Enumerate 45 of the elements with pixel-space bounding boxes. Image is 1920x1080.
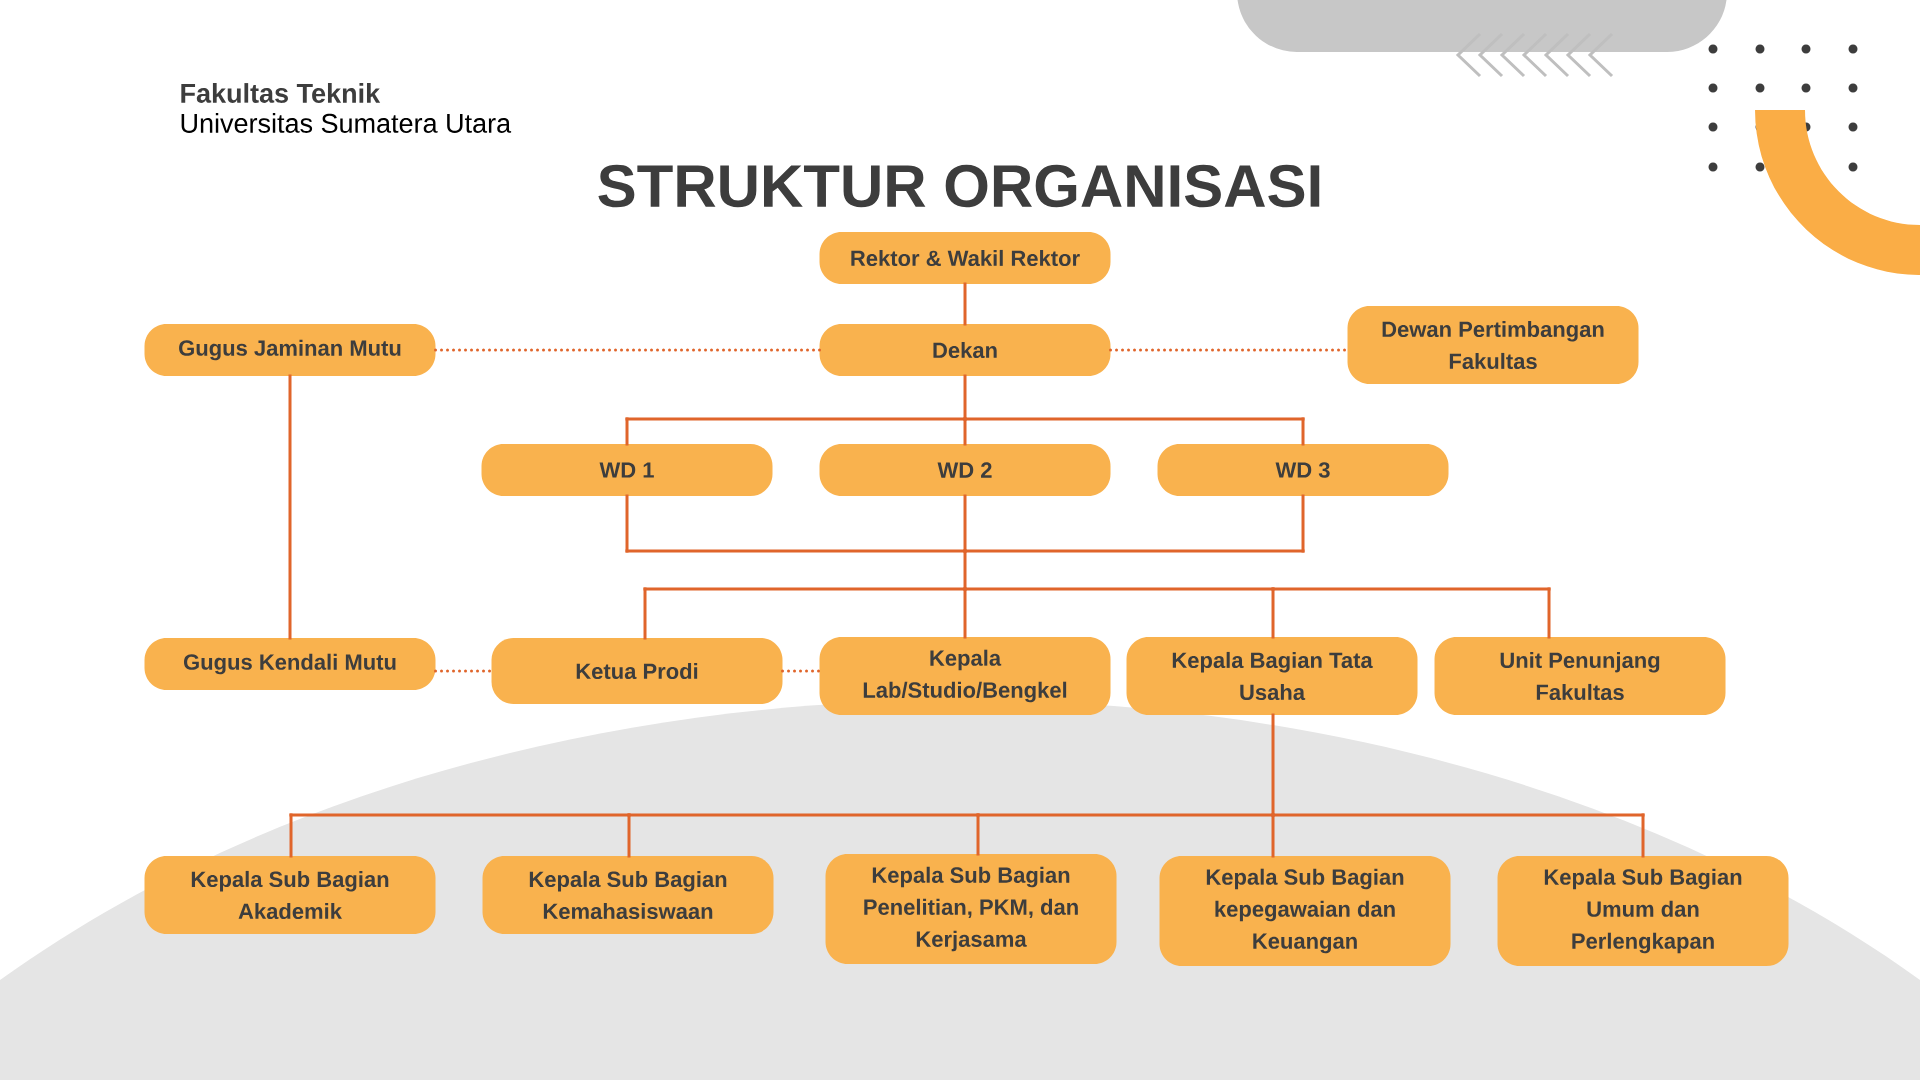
connector-line xyxy=(625,494,629,553)
org-box: Rektor & Wakil Rektor xyxy=(819,232,1111,284)
connector-line xyxy=(1547,587,1551,639)
org-box: Ketua Prodi xyxy=(491,638,783,704)
dotted-line xyxy=(434,669,493,673)
org-box: Kepala Sub Bagian kepegawaian dan Keuangan xyxy=(1159,856,1451,966)
org-box: Kepala Sub Bagian Penelitian, PKM, dan Kerjasama xyxy=(825,854,1117,964)
connector-line xyxy=(1301,494,1305,553)
org-box: Kepala Sub Bagian Kemahasiswaan xyxy=(482,856,774,934)
connector-line xyxy=(963,549,1305,553)
header-text: Universitas Sumatera Utara xyxy=(181,113,512,133)
org-box: Kepala Sub Bagian Umum dan Perlengkapan xyxy=(1497,856,1789,966)
org-box: Unit Penunjang Fakultas xyxy=(1434,637,1726,715)
connector-line xyxy=(627,813,631,858)
connector-line xyxy=(1301,417,1305,446)
dotted-line xyxy=(434,348,821,352)
connector-line xyxy=(625,549,967,553)
org-box: WD 2 xyxy=(819,444,1111,496)
org-box: WD 3 xyxy=(1157,444,1449,496)
dotted-line xyxy=(781,669,821,673)
dotted-line xyxy=(1109,348,1349,352)
org-box: Kepala Bagian Tata Usaha xyxy=(1126,637,1418,715)
connector-line xyxy=(963,494,967,553)
connector-line xyxy=(643,587,647,640)
connector-line xyxy=(963,417,1305,421)
org-box: Dekan xyxy=(819,324,1111,376)
org-box: Dewan Pertimbangan Fakultas xyxy=(1347,306,1639,384)
org-box: Kepala Sub Bagian Akademik xyxy=(144,856,436,934)
connector-line xyxy=(288,374,292,640)
connector-line xyxy=(625,417,629,446)
title: STRUKTUR ORGANISASI xyxy=(598,164,1320,208)
connector-line xyxy=(1641,813,1645,858)
header-text: Fakultas Teknik xyxy=(181,83,381,103)
connector-line xyxy=(963,282,967,326)
connector-line xyxy=(963,587,1275,591)
org-box: Kepala Lab/Studio/Bengkel xyxy=(819,637,1111,715)
org-box: Gugus Kendali Mutu xyxy=(144,638,436,690)
connector-line xyxy=(1271,587,1551,591)
connector-line xyxy=(1271,713,1275,817)
org-box: Gugus Jaminan Mutu xyxy=(144,324,436,376)
connector-line xyxy=(1271,813,1645,817)
connector-line xyxy=(976,813,980,856)
connector-line xyxy=(963,374,967,421)
connector-line xyxy=(289,813,293,858)
org-box: WD 1 xyxy=(481,444,773,496)
